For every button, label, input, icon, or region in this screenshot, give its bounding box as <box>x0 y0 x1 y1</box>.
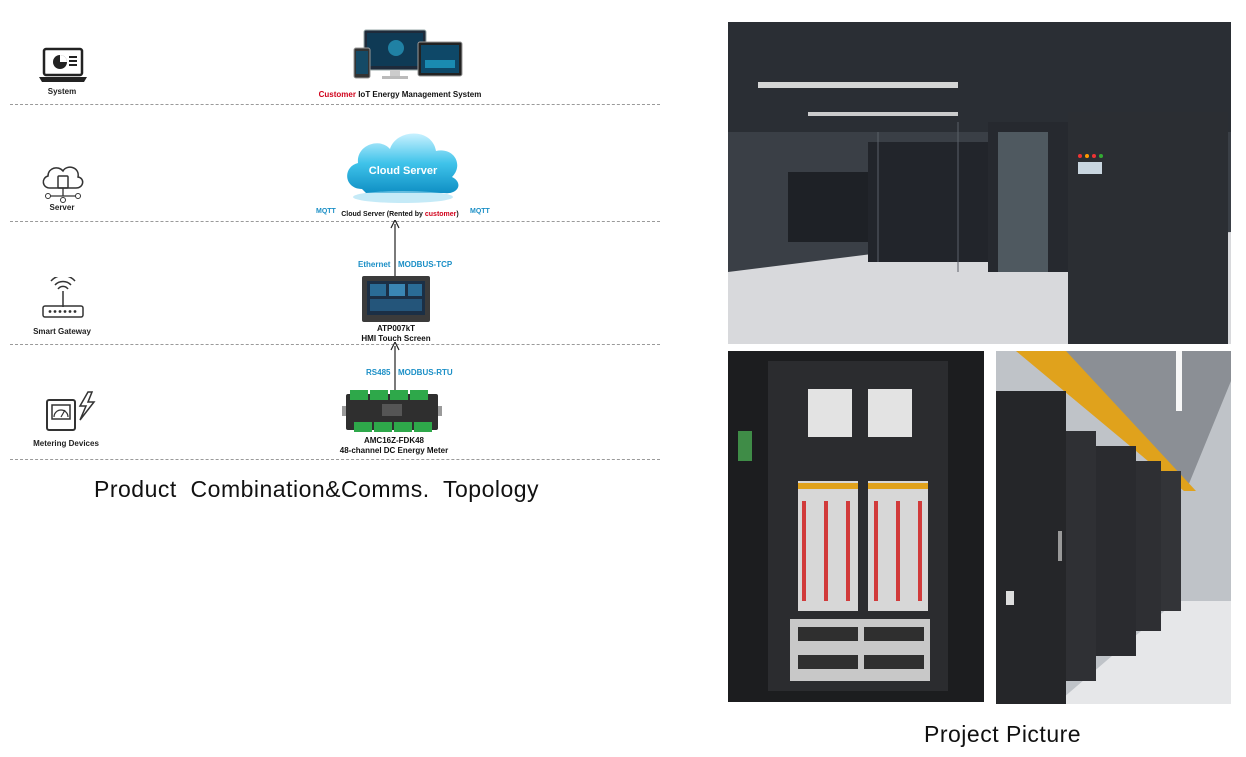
tier-label-system: System <box>47 87 77 96</box>
server-caption-highlight: customer <box>424 211 457 218</box>
server-caption: Cloud Server (Rented by customer) <box>300 210 500 220</box>
topology-diagram: System Customer IoT Energy Management Sy… <box>0 0 680 520</box>
tier-label-gateway: Smart Gateway <box>33 327 91 336</box>
gateway-device-model: ATP007kT <box>376 324 416 333</box>
metering-link-left: RS485 <box>366 368 391 377</box>
project-caption: Project Picture <box>924 721 1082 747</box>
arrow-meter-to-gateway <box>390 340 400 390</box>
cloud-server-label: Cloud Server <box>368 165 438 177</box>
laptop-chart-icon <box>38 47 88 85</box>
topology-caption: Product Combination&Comms. Topology <box>94 476 540 502</box>
separator-4 <box>10 459 660 460</box>
mqtt-label-left: MQTT <box>316 208 336 215</box>
server-caption-prefix: Cloud Server (Rented by <box>341 211 425 218</box>
metering-link-right: MODBUS-RTU <box>398 368 453 377</box>
gateway-link-left: Ethernet <box>358 260 391 269</box>
separator-2 <box>10 221 660 222</box>
tier-label-metering: Metering Devices <box>33 439 99 448</box>
cloud-server-graphic: Cloud Server <box>340 125 466 205</box>
cloud-network-icon <box>38 160 88 204</box>
gateway-device-desc: HMI Touch Screen <box>361 334 431 343</box>
server-caption-suffix: ) <box>456 211 459 218</box>
metering-device-model: AMC16Z-FDK48 <box>363 436 424 445</box>
dc-energy-meter-graphic <box>342 388 442 434</box>
separator-1 <box>10 104 660 105</box>
hmi-touch-screen-graphic <box>362 276 430 322</box>
system-caption: Customer IoT Energy Management System <box>290 90 510 100</box>
gateway-device-caption: ATP007kT HMI Touch Screen <box>330 324 462 344</box>
project-photo-datacenter-corridor <box>728 22 1231 344</box>
gateway-link-right: MODBUS-TCP <box>398 260 453 269</box>
metering-device-desc: 48-channel DC Energy Meter <box>339 446 449 455</box>
project-photo-power-cabinet <box>728 351 984 702</box>
arrow-gateway-to-cloud <box>390 218 400 276</box>
mqtt-label-right: MQTT <box>470 208 490 215</box>
monitor-devices-illustration <box>352 28 464 84</box>
project-photo-cabinet-row <box>996 351 1231 704</box>
wifi-router-icon <box>40 274 86 321</box>
tier-label-server: Server <box>49 203 75 212</box>
system-caption-rest: IoT Energy Management System <box>355 90 482 99</box>
separator-3 <box>10 344 660 345</box>
system-caption-highlight: Customer <box>318 90 356 99</box>
meter-lightning-icon <box>44 390 96 434</box>
metering-device-caption: AMC16Z-FDK48 48-channel DC Energy Meter <box>320 436 468 456</box>
